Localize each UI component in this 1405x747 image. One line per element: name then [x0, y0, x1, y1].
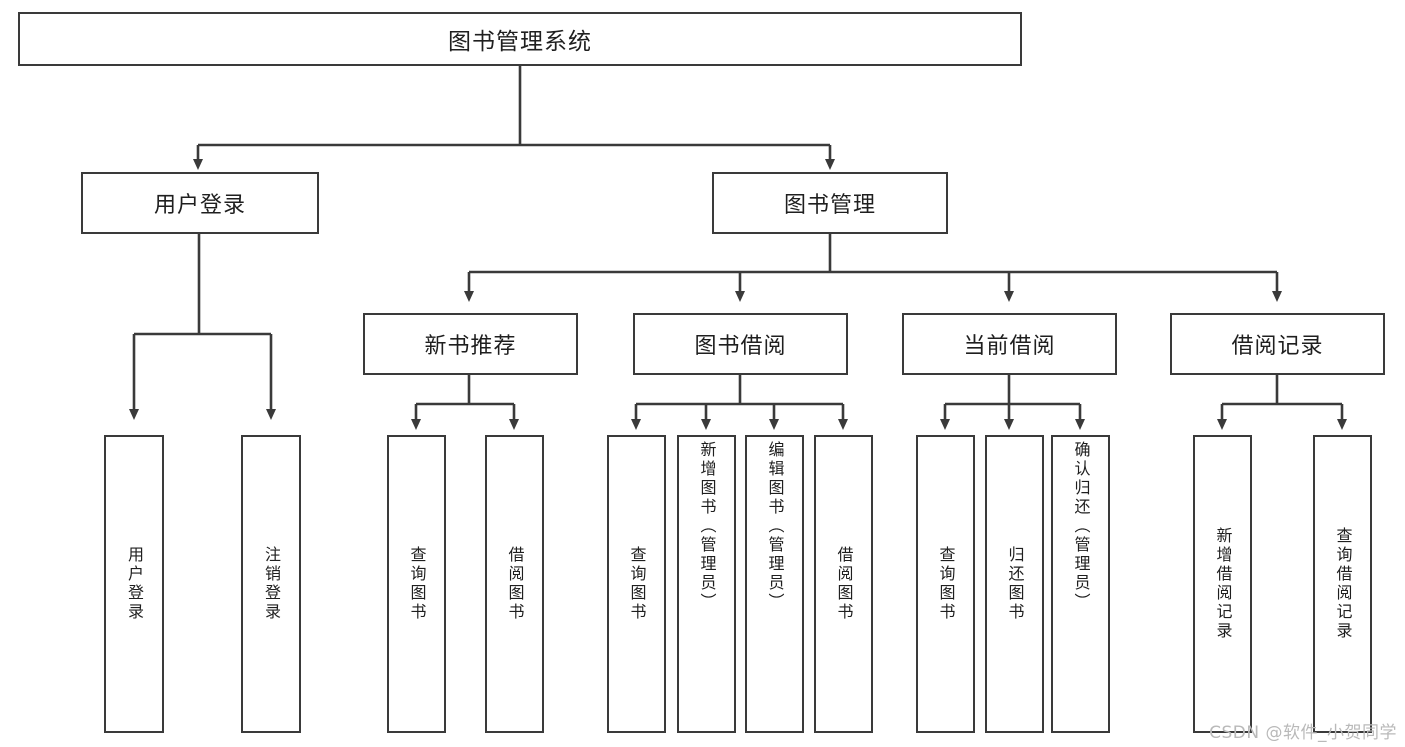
leaf-current-return-book[interactable]: 归还图书 — [985, 435, 1044, 733]
leaf-inner: 借阅图书 — [816, 437, 871, 731]
node-label: 图书管理 — [783, 193, 876, 218]
leaf-borrow-edit-book-admin[interactable]: 编辑图书（管理员） — [745, 435, 804, 733]
node-label: 用户登录 — [153, 193, 246, 218]
leaf-inner: 查询图书 — [609, 437, 664, 731]
leaf-borrow-borrow-book[interactable]: 借阅图书 — [814, 435, 873, 733]
leaf-inner: 用户登录 — [106, 437, 162, 731]
leaf-inner: 注销登录 — [243, 437, 299, 731]
leaf-record-add-record[interactable]: 新增借阅记录 — [1193, 435, 1252, 733]
leaf-borrow-query-book[interactable]: 查询图书 — [607, 435, 666, 733]
node-label: 借阅记录 — [1231, 334, 1324, 359]
leaf-label: 注销登录 — [262, 546, 281, 622]
leaf-label: 查询借阅记录 — [1333, 527, 1353, 641]
node-borrow-record[interactable]: 借阅记录 — [1170, 313, 1385, 375]
leaf-inner: 新增借阅记录 — [1195, 437, 1250, 731]
leaf-label: 编辑图书（管理员） — [765, 441, 785, 612]
leaf-user-login-logout[interactable]: 注销登录 — [241, 435, 301, 733]
leaf-label: 新增图书（管理员） — [697, 441, 717, 612]
node-new-book-recommend[interactable]: 新书推荐 — [363, 313, 578, 375]
leaf-label: 用户登录 — [125, 546, 144, 622]
leaf-inner: 借阅图书 — [487, 437, 542, 731]
leaf-borrow-add-book-admin[interactable]: 新增图书（管理员） — [677, 435, 736, 733]
node-book-borrow[interactable]: 图书借阅 — [633, 313, 848, 375]
leaf-label: 借阅图书 — [505, 546, 525, 622]
node-label: 图书管理系统 — [448, 29, 592, 55]
node-book-management[interactable]: 图书管理 — [712, 172, 948, 234]
leaf-label: 查询图书 — [627, 546, 647, 622]
watermark-text: CSDN @软件_小贺同学 — [1209, 723, 1397, 743]
leaf-inner: 编辑图书（管理员） — [747, 437, 802, 731]
leaf-current-confirm-return-admin[interactable]: 确认归还（管理员） — [1051, 435, 1110, 733]
leaf-label: 查询图书 — [936, 546, 956, 622]
leaf-label: 确认归还（管理员） — [1071, 441, 1091, 612]
leaf-inner: 查询图书 — [389, 437, 444, 731]
leaf-record-query-record[interactable]: 查询借阅记录 — [1313, 435, 1372, 733]
leaf-new-book-query[interactable]: 查询图书 — [387, 435, 446, 733]
node-label: 图书借阅 — [694, 334, 787, 359]
leaf-label: 新增借阅记录 — [1213, 527, 1233, 641]
leaf-label: 查询图书 — [407, 546, 427, 622]
leaf-inner: 查询借阅记录 — [1315, 437, 1370, 731]
leaf-user-login-login[interactable]: 用户登录 — [104, 435, 164, 733]
leaf-current-query-book[interactable]: 查询图书 — [916, 435, 975, 733]
node-user-login[interactable]: 用户登录 — [81, 172, 319, 234]
leaf-inner: 确认归还（管理员） — [1053, 437, 1108, 731]
leaf-label: 归还图书 — [1005, 546, 1025, 622]
leaf-inner: 归还图书 — [987, 437, 1042, 731]
node-current-borrow[interactable]: 当前借阅 — [902, 313, 1117, 375]
leaf-inner: 新增图书（管理员） — [679, 437, 734, 731]
leaf-new-book-borrow[interactable]: 借阅图书 — [485, 435, 544, 733]
node-root-system[interactable]: 图书管理系统 — [18, 12, 1022, 66]
node-label: 当前借阅 — [963, 334, 1056, 359]
leaf-inner: 查询图书 — [918, 437, 973, 731]
leaf-label: 借阅图书 — [834, 546, 854, 622]
node-label: 新书推荐 — [424, 334, 517, 359]
